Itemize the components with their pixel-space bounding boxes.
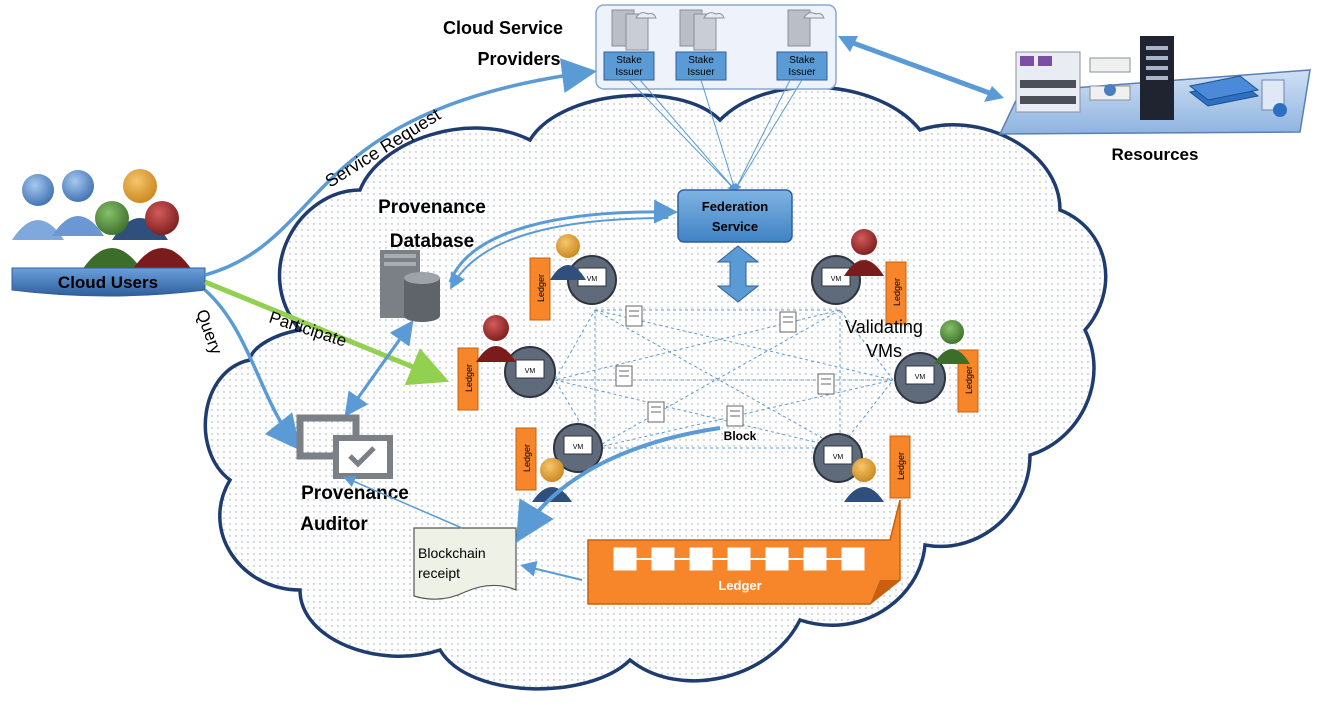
provenance-auditor: Provenance Auditor: [296, 414, 409, 535]
document-icon: [726, 405, 744, 427]
ledger-banner-label: Ledger: [718, 578, 761, 593]
query-label: Query: [192, 307, 226, 357]
vm-node-middle-right: Ledger VM: [894, 320, 979, 413]
stake-issuer-1-line1: Stake: [616, 55, 642, 66]
ledger-tag: [529, 257, 551, 321]
hypervisor-icon: [1015, 51, 1081, 113]
vm-node-bottom-left: Ledger VM: [515, 423, 603, 502]
db-auditor-arrow: [344, 320, 414, 417]
federation-line1: Federation: [702, 199, 769, 214]
server-rack-icon: [611, 9, 657, 51]
ledger-banner: Ledger: [587, 499, 901, 605]
stake-issuer-box-3: [776, 51, 828, 81]
user-avatar-icon: [852, 458, 876, 482]
user-avatar-icon: [940, 320, 964, 344]
ledger-tag-text: Ledger: [896, 452, 906, 480]
vm-node-middle-left: Ledger VM: [457, 315, 556, 411]
stake-issuer-2-line1: Stake: [688, 55, 714, 66]
receipt-document: [413, 527, 517, 600]
network-switch-icon: [1089, 57, 1131, 101]
federation-service: Federation Service: [677, 189, 793, 243]
csp-label-line2: Providers: [477, 49, 560, 69]
user-avatar-icon: [82, 201, 142, 270]
server-rack-icon: [787, 9, 825, 47]
ledger-tag-text: Ledger: [892, 278, 902, 306]
vm-tag-text: VM: [573, 444, 584, 451]
ledger-tag: [457, 347, 479, 411]
block-receipt-arrow: [515, 426, 721, 543]
cloud-users-base: [11, 267, 206, 297]
vm-mesh-lines: [554, 309, 894, 449]
vm-tag-text: VM: [587, 276, 598, 283]
ledger-tag: [957, 349, 979, 413]
document-icon: [615, 365, 633, 387]
vm-node-top-left: Ledger VM: [529, 234, 617, 321]
vm-node-bottom-right: Ledger VM: [813, 433, 911, 502]
document-icon: [817, 373, 835, 395]
monitor-check-icon: [296, 414, 393, 479]
ledger-tag: [885, 261, 907, 325]
ledger-receipt-arrow: [520, 561, 583, 581]
block-label: Block: [724, 429, 757, 443]
ledger-tag-text: Ledger: [964, 366, 974, 394]
database-icon: [404, 272, 440, 322]
user-avatar-icon: [851, 229, 877, 255]
user-avatar-icon: [12, 170, 104, 240]
ledger-tag-text: Ledger: [522, 444, 532, 472]
vm-tag-text: VM: [833, 454, 844, 461]
provenance-auditor-line2: Auditor: [300, 514, 368, 535]
validating-vms-line2: VMs: [866, 341, 902, 361]
blockchain-receipt: Blockchain receipt: [413, 527, 517, 600]
vm-tag-text: VM: [915, 374, 926, 381]
cloud-users-group: Cloud Users: [11, 169, 206, 297]
receipt-auditor-arrow: [343, 476, 463, 529]
receipt-line1: Blockchain: [418, 545, 486, 561]
federation-line2: Service: [712, 219, 758, 234]
provenance-database-line1: Provenance: [378, 197, 486, 218]
block-documents: Block: [615, 305, 835, 443]
applications-stack-icon: [1188, 75, 1260, 107]
stake-issuer-2-line2: Issuer: [687, 67, 715, 78]
stake-issuer-3-line2: Issuer: [788, 67, 816, 78]
user-avatar-icon: [132, 201, 192, 270]
vm-tag-text: VM: [525, 368, 536, 375]
federation-network-arrow: [716, 245, 760, 303]
ledger-tag-text: Ledger: [536, 274, 546, 302]
document-icon: [625, 305, 643, 327]
provenance-database-line2: Database: [390, 231, 475, 252]
user-avatar-icon: [483, 315, 509, 341]
csp-label-line1: Cloud Service: [443, 18, 563, 38]
stake-issuer-box-2: [675, 51, 727, 81]
stake-issuer-3-line1: Stake: [789, 55, 815, 66]
ledger-tag: [515, 427, 537, 491]
stake-issuer-1-line2: Issuer: [615, 67, 643, 78]
resources-group: Resources: [998, 36, 1311, 164]
federation-box: [677, 189, 793, 243]
vm-tag-text: VM: [831, 276, 842, 283]
user-avatar-icon: [540, 458, 564, 482]
db-federation-arrow: [448, 199, 678, 290]
ledger-tag: [889, 435, 911, 499]
user-avatar-icon: [556, 234, 580, 258]
document-icon: [647, 401, 665, 423]
csp-resources-arrow: [838, 36, 1004, 102]
receipt-line2: receipt: [418, 565, 460, 581]
resources-label: Resources: [1112, 145, 1199, 164]
validating-vms-line1: Validating: [845, 317, 923, 337]
server-rack-icon: [679, 9, 725, 51]
cloud-service-providers: Cloud Service Providers Stake Issuer Sta…: [443, 4, 837, 90]
storage-tower-icon: [1140, 36, 1174, 120]
provenance-auditor-line1: Provenance: [301, 483, 409, 504]
ledger-tag-text: Ledger: [464, 364, 474, 392]
stake-to-federation-lines: [628, 79, 803, 192]
security-file-icon: [1261, 79, 1287, 117]
vm-node-top-right: Ledger VM: [811, 229, 907, 325]
provenance-database: Provenance Database: [378, 197, 486, 322]
cloud-users-label: Cloud Users: [58, 273, 158, 292]
stake-issuer-box-1: [603, 51, 655, 81]
chain-blocks: [613, 547, 865, 571]
document-icon: [779, 311, 797, 333]
